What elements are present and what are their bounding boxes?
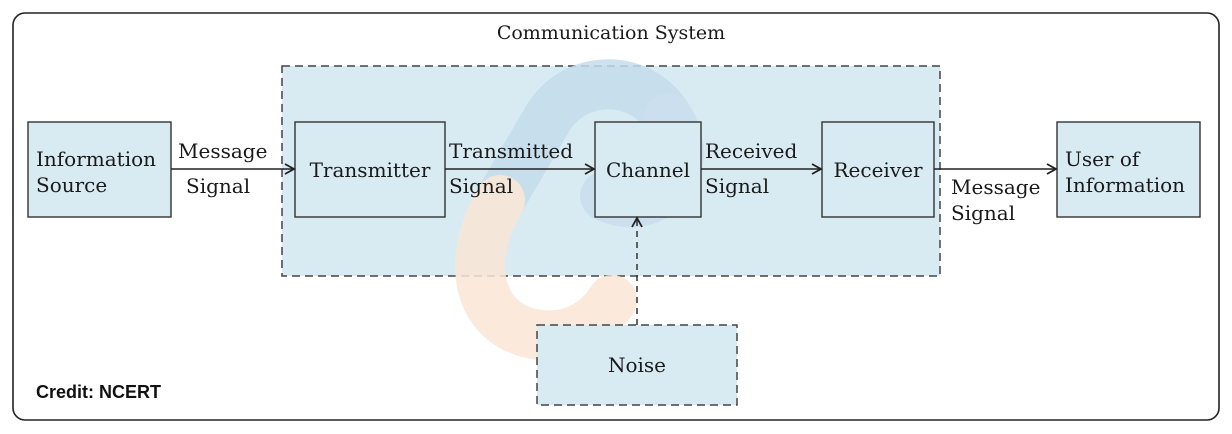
user-of-information-label: User of Information [1065,147,1185,197]
noise-label: Noise [608,353,666,377]
message-signal-out-label: Message Signal [951,175,1047,225]
transmitter-box [294,121,446,218]
information-source-label: Information Source [36,147,162,197]
message-signal-in-label: Message Signal [178,139,274,198]
transmitted-signal-label: Transmitted Signal [449,139,579,198]
receiver-box [821,121,935,218]
credit-label: Credit: NCERT [36,382,161,402]
transmitter-label: Transmitter [310,158,431,182]
receiver-label: Receiver [833,158,922,182]
noise-box [536,324,738,406]
received-signal-label: Received Signal [705,139,804,198]
channel-box [594,121,702,218]
channel-label: Channel [606,158,690,182]
diagram-title: Communication System [497,22,725,44]
